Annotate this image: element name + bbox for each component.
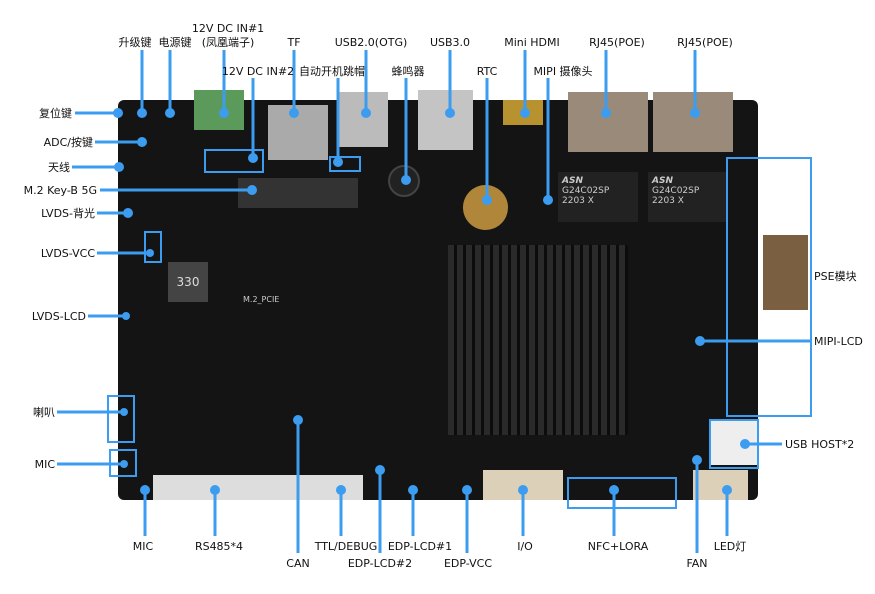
- usb2-port: [338, 92, 388, 147]
- label-mic-left: MIC: [34, 458, 55, 471]
- label-lvds-backlight: LVDS-背光: [41, 207, 95, 220]
- label-ttl-debug: TTL/DEBUG: [314, 540, 378, 553]
- label-power-key: 电源键: [158, 36, 192, 49]
- label-antenna: 天线: [48, 161, 70, 174]
- bottom-connectors: [153, 475, 363, 500]
- label-reset-key: 复位键: [39, 107, 72, 120]
- label-pse-module: PSE模块: [814, 270, 857, 283]
- label-speaker: 喇叭: [33, 406, 55, 419]
- phoenix-terminal: [194, 90, 244, 130]
- callout-boxes: [107, 149, 812, 509]
- chip-brand: ASN: [562, 176, 583, 186]
- label-upgrade-key: 升级键: [118, 36, 152, 49]
- label-edp-lcd-1: EDP-LCD#1: [387, 540, 453, 553]
- label-edp-lcd-2: EDP-LCD#2: [347, 557, 413, 570]
- chip-brand: ASN: [652, 176, 673, 186]
- lan-chip-1: ASN G24C02SP 2203 X: [558, 172, 638, 222]
- label-edp-vcc: EDP-VCC: [443, 557, 493, 570]
- label-dc-in-2: 12V DC IN#2: [221, 65, 295, 78]
- label-dc-in-1-sub: (凤凰端子): [201, 36, 255, 49]
- label-can: CAN: [286, 557, 310, 570]
- heatsink: [448, 245, 628, 435]
- label-mipi-camera: MIPI 摄像头: [533, 65, 593, 78]
- pse-module: [763, 235, 808, 310]
- chip-sub: 2203 X: [652, 196, 684, 206]
- led-connector: [693, 470, 748, 500]
- label-dc-in-1: 12V DC IN#1: [191, 22, 265, 35]
- callout-dots: [113, 108, 750, 495]
- label-lvds-lcd: LVDS-LCD: [31, 310, 86, 323]
- pcb-board: ASN G24C02SP 2203 X ASN G24C02SP 2203 X …: [118, 90, 808, 500]
- usb3-port: [418, 90, 473, 150]
- label-mini-hdmi: Mini HDMI: [504, 36, 560, 49]
- label-lvds-vcc: LVDS-VCC: [40, 247, 95, 260]
- m2-slot: [238, 178, 358, 208]
- label-rj45-1: RJ45(POE): [589, 36, 645, 49]
- lan-chip-2: ASN G24C02SP 2203 X: [648, 172, 728, 222]
- label-adc-key: ADC/按键: [43, 136, 93, 149]
- label-led: LED灯: [713, 540, 747, 553]
- label-fan: FAN: [686, 557, 708, 570]
- label-rtc: RTC: [476, 65, 498, 78]
- label-rs485: RS485*4: [194, 540, 244, 553]
- m2-pcie-silkscreen: M.2_PCIE: [243, 295, 280, 304]
- label-usb2-otg: USB2.0(OTG): [334, 36, 408, 49]
- rj45-port-2: [653, 92, 733, 152]
- chip-label: G24C02SP: [652, 186, 700, 196]
- label-nfc-lora: NFC+LORA: [587, 540, 649, 553]
- label-usb3: USB3.0: [429, 36, 471, 49]
- label-io: I/O: [517, 540, 533, 553]
- label-mic-bottom: MIC: [132, 540, 154, 553]
- rj45-port-1: [568, 92, 648, 152]
- label-buzzer: 蜂鸣器: [391, 65, 425, 78]
- chip-label: G24C02SP: [562, 186, 610, 196]
- label-tf: TF: [287, 36, 301, 49]
- label-auto-boot-jumper: 自动开机跳帽: [299, 65, 365, 78]
- label-m2-5g: M.2 Key-B 5G: [23, 184, 97, 197]
- label-mipi-lcd: MIPI-LCD: [814, 335, 863, 348]
- label-usb-host: USB HOST*2: [785, 438, 855, 451]
- inductor: 330: [168, 262, 208, 302]
- label-rj45-2: RJ45(POE): [677, 36, 733, 49]
- chip-sub: 2203 X: [562, 196, 594, 206]
